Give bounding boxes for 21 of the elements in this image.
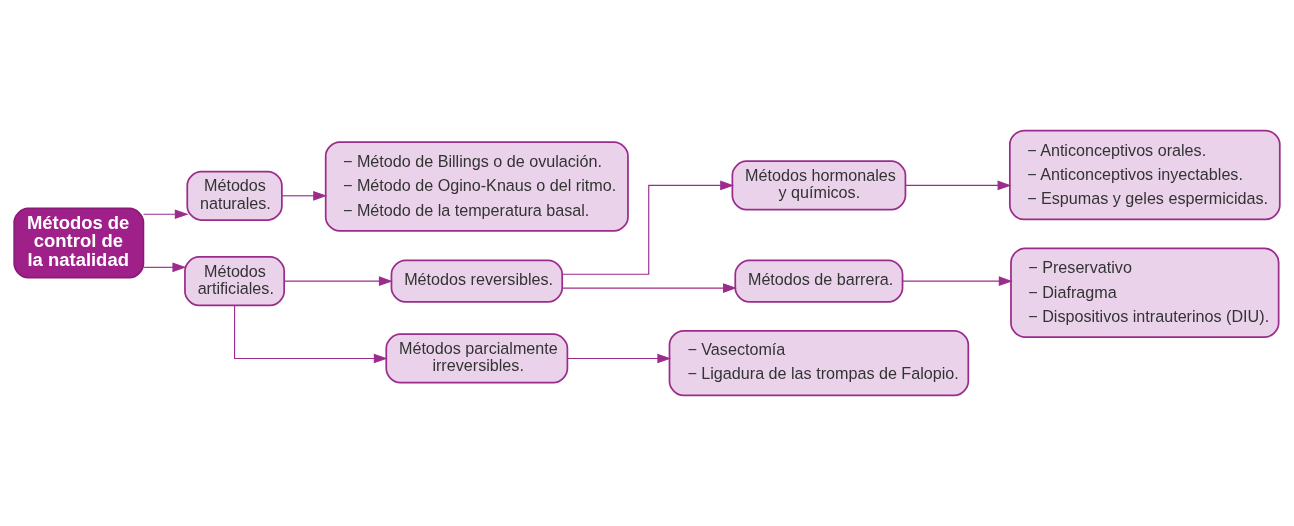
arrow bbox=[561, 283, 737, 293]
arrow bbox=[142, 262, 187, 273]
arrow bbox=[561, 180, 735, 275]
node-box: − Anticonceptivos orales. − Anticonceptivos inyectables. − Espumas y geles espermicidas. bbox=[1008, 129, 1281, 221]
node-box: − Método de Billings o de ovulación. − Método de Ogino-Knaus o del ritmo. − Método de la temperatura basal. bbox=[324, 141, 629, 232]
node-box: − Preservativo − Diafragma − Dispositivos intrauterinos (DIU). bbox=[1010, 247, 1280, 338]
node-box: − Vasectomía − Ligadura de las trompas de Falopio. bbox=[668, 329, 970, 397]
node-box: Métodos naturales. bbox=[186, 170, 283, 221]
arrow bbox=[902, 276, 1013, 287]
node-box: Métodos artificiales. bbox=[184, 256, 286, 307]
arrow bbox=[142, 209, 189, 220]
node-box: Métodos reversibles. bbox=[390, 259, 564, 303]
node-box: Métodos de control de la natalidad bbox=[13, 207, 145, 279]
arrow bbox=[283, 276, 393, 287]
arrow bbox=[234, 305, 388, 364]
node-box: Métodos hormonales y químicos. bbox=[731, 160, 907, 211]
node-box: Métodos de barrera. bbox=[734, 259, 904, 303]
arrow bbox=[567, 353, 672, 364]
arrow bbox=[905, 180, 1012, 191]
node-box: Métodos parcialmente irreversibles. bbox=[385, 333, 569, 384]
arrow bbox=[281, 190, 328, 201]
